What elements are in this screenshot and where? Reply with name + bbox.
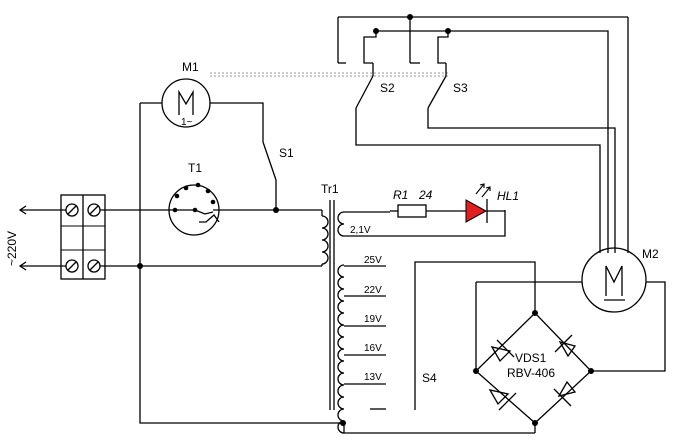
tap-19v-label: 19V bbox=[364, 314, 382, 325]
vds1-type-label: RBV-406 bbox=[507, 366, 555, 380]
transformer-tr1-label: Tr1 bbox=[321, 182, 339, 196]
diode-icon bbox=[488, 389, 517, 411]
switch-s4-label: S4 bbox=[422, 371, 437, 385]
resistor-r1-value: 24 bbox=[418, 188, 433, 202]
resistor-r1-label: R1 bbox=[393, 188, 408, 202]
bridge-rectifier-vds1: VDS1 RBV-406 bbox=[414, 261, 592, 433]
motor-m1-label: M1 bbox=[182, 60, 199, 74]
switch-s3-label: S3 bbox=[453, 81, 468, 95]
switch-s2-label: S2 bbox=[380, 81, 395, 95]
led-hl1: HL1 bbox=[465, 183, 519, 223]
tap-25v-label: 25V bbox=[364, 255, 382, 266]
switches-s2-s3: S2 S3 bbox=[337, 16, 629, 253]
resistor-r1: R1 24 bbox=[390, 188, 466, 218]
tap-22v-label: 22V bbox=[364, 285, 382, 296]
motor-m2-label: M2 bbox=[642, 247, 659, 261]
secondary-2-1v-label: 2,1V bbox=[350, 225, 371, 236]
switch-s1-label: S1 bbox=[279, 146, 294, 160]
timer-t1: T1 bbox=[168, 161, 220, 236]
vds1-label: VDS1 bbox=[515, 351, 547, 365]
tap-16v-label: 16V bbox=[364, 343, 382, 354]
mains-input: ~220V bbox=[5, 205, 66, 271]
motor-m-icon bbox=[178, 89, 194, 115]
primary-wiring bbox=[100, 102, 343, 424]
timer-t1-label: T1 bbox=[188, 161, 202, 175]
terminal-block bbox=[60, 194, 106, 280]
motor-m1-ac-label: 1~ bbox=[181, 117, 193, 128]
light-rays-icon bbox=[475, 183, 491, 198]
motor-m1: 1~ M1 bbox=[161, 60, 264, 130]
junction-dots bbox=[137, 14, 594, 426]
tap-13v-label: 13V bbox=[364, 372, 382, 383]
motor-m2: M2 bbox=[475, 247, 666, 372]
mains-voltage-label: ~220V bbox=[5, 231, 19, 266]
diode-icon bbox=[553, 380, 577, 407]
transformer-tr1: Tr1 2,1V 25V 22V 19V 16V 13V bbox=[321, 182, 506, 434]
diode-icon bbox=[490, 339, 515, 363]
diode-icon bbox=[554, 334, 577, 358]
motor-m-icon bbox=[605, 265, 623, 296]
switch-s1: S1 bbox=[262, 130, 294, 210]
mechanical-link bbox=[210, 72, 448, 77]
timer-contact-icon bbox=[194, 209, 214, 215]
led-hl1-label: HL1 bbox=[497, 189, 519, 203]
